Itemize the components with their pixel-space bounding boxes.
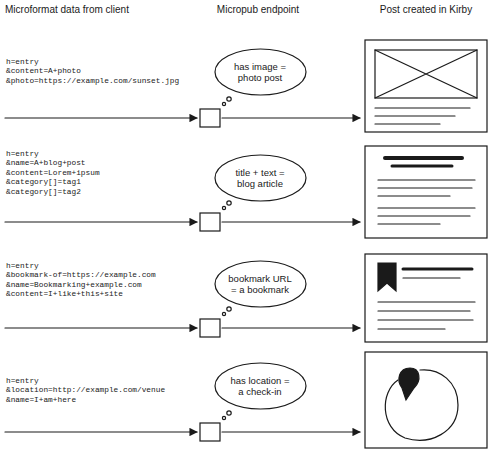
- bubble-ellipse: [215, 49, 306, 95]
- thought-dot: [227, 411, 231, 415]
- endpoint-square: [200, 109, 220, 127]
- flow-arrow: [222, 327, 360, 328]
- thought-bubble: bookmark URL = a bookmark: [214, 260, 307, 308]
- heading-bar: [385, 156, 462, 160]
- microformat-data: h=entry &bookmark-of=https://example.com…: [6, 262, 188, 300]
- endpoint-square: [200, 213, 220, 231]
- thought-dot: [222, 416, 225, 419]
- thought-bubble: has image = photo post: [214, 48, 307, 96]
- post-frame: [365, 40, 487, 132]
- thought-dot: [222, 102, 225, 105]
- thought-dot: [222, 312, 225, 315]
- post-frame: [365, 352, 487, 448]
- post-frame: [365, 254, 487, 342]
- flow-arrow: [5, 431, 197, 432]
- bubble-text: bookmark URL = a bookmark: [228, 273, 292, 296]
- post-frame: [365, 146, 487, 238]
- bubble-ellipse: [215, 363, 306, 409]
- endpoint-square: [200, 319, 220, 337]
- map-route: [385, 370, 458, 440]
- text-lines: [378, 180, 475, 224]
- column-heading: Post created in Kirby: [366, 4, 486, 16]
- bookmark-icon: [378, 263, 396, 291]
- flow-arrow: [222, 117, 360, 118]
- endpoint-square: [200, 423, 220, 441]
- bubble-ellipse: [215, 261, 306, 307]
- bubble-ellipse: [215, 155, 306, 201]
- thought-bubble: has location = a check-in: [214, 362, 307, 410]
- bubble-text: has location = a check-in: [228, 375, 292, 398]
- thought-bubble: title + text = blog article: [214, 154, 307, 202]
- thought-dot: [227, 201, 231, 205]
- thought-dot: [227, 97, 231, 101]
- flow-arrow: [5, 117, 197, 118]
- text-lines: [375, 108, 470, 124]
- bubble-text: title + text = blog article: [228, 167, 292, 190]
- bubble-text: has image = photo post: [228, 61, 292, 84]
- thought-dot: [222, 206, 225, 209]
- location-pin: [399, 368, 419, 400]
- microformat-data: h=entry &location=http://example.com/ven…: [6, 377, 188, 405]
- flow-arrow: [5, 327, 197, 328]
- column-heading: Micropub endpoint: [208, 4, 308, 16]
- photo-cross: [375, 50, 477, 98]
- flow-arrow: [222, 221, 360, 222]
- thought-dot: [227, 307, 231, 311]
- bookmark-post-sketch: [365, 254, 487, 342]
- microformat-data: h=entry &content=A+photo &photo=https://…: [6, 58, 188, 86]
- flow-arrow: [5, 221, 197, 222]
- text-lines: [403, 277, 460, 278]
- flow-arrow: [222, 431, 360, 432]
- microformat-data: h=entry &name=A+blog+post &content=Lorem…: [6, 150, 188, 197]
- checkin-post-sketch: [365, 352, 487, 448]
- column-heading: Microformat data from client: [5, 4, 129, 16]
- article-post-sketch: [365, 146, 487, 238]
- heading-bar: [392, 165, 452, 168]
- photo-post-sketch: [365, 40, 487, 132]
- text-lines: [378, 302, 475, 329]
- photo-frame: [375, 50, 477, 98]
- heading-bar: [403, 268, 472, 271]
